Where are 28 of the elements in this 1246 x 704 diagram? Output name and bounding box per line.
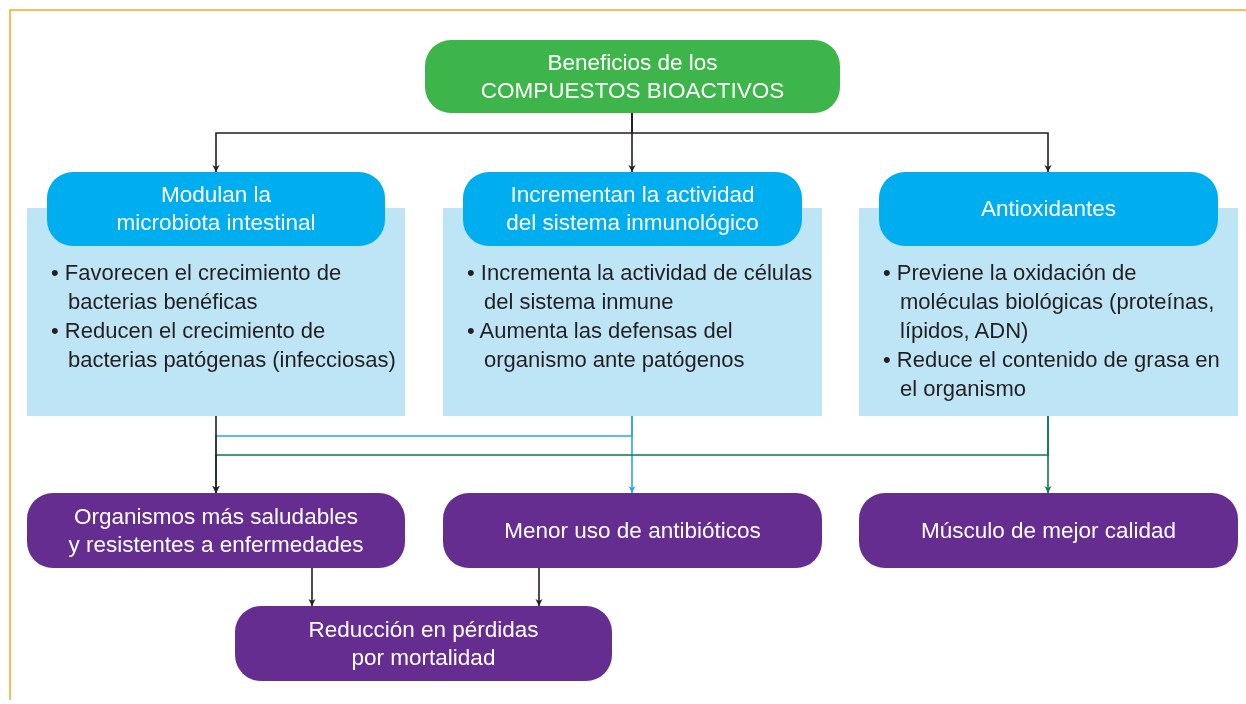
bullet-text: • Incrementa la actividad de células del sistema inmune [467,259,814,316]
box-label: Reducción en pérdidas por mortalidad [307,615,540,672]
bullet-text: • Favorecen el crecimiento de bacterias benéficas [51,259,343,316]
arrow [535,567,543,607]
box-label: Incrementan la actividad del sistema inmunológico [505,181,760,237]
rounded-box [27,493,405,568]
box-label: Antioxidantes [980,195,1117,223]
bullet-text: • Aumenta las defensas del organismo ante patógenos [467,317,746,374]
rounded-box [879,172,1218,246]
box-label: Menor uso de antibióticos [504,516,761,545]
bullet-text: • Reduce el contenido de grasa en el organismo [883,346,1221,403]
rounded-box [235,606,612,681]
box-label: Músculo de mejor calidad [920,516,1177,545]
rounded-box [425,40,840,113]
rounded-box [859,493,1238,568]
rounded-box [443,493,822,568]
arrow [1044,415,1052,494]
bullet-text: • Previene la oxidación de moléculas biológicas (proteínas, lípidos, ADN) [883,259,1216,345]
arrow [212,415,220,494]
arrow [308,567,316,607]
arrow [628,415,636,494]
bullet-text: • Reducen el crecimiento de bacterias patógenas (infecciosas) [51,317,397,374]
box-label: Beneficios de los COMPUESTOS BIOACTIVOS [479,48,786,105]
arrow [631,112,1052,173]
box-label: Organismos más saludables y resistentes a enfermedades [67,502,365,559]
box-label: Modulan la microbiota intestinal [115,181,317,237]
rounded-box [47,172,385,246]
rounded-box [463,172,802,246]
